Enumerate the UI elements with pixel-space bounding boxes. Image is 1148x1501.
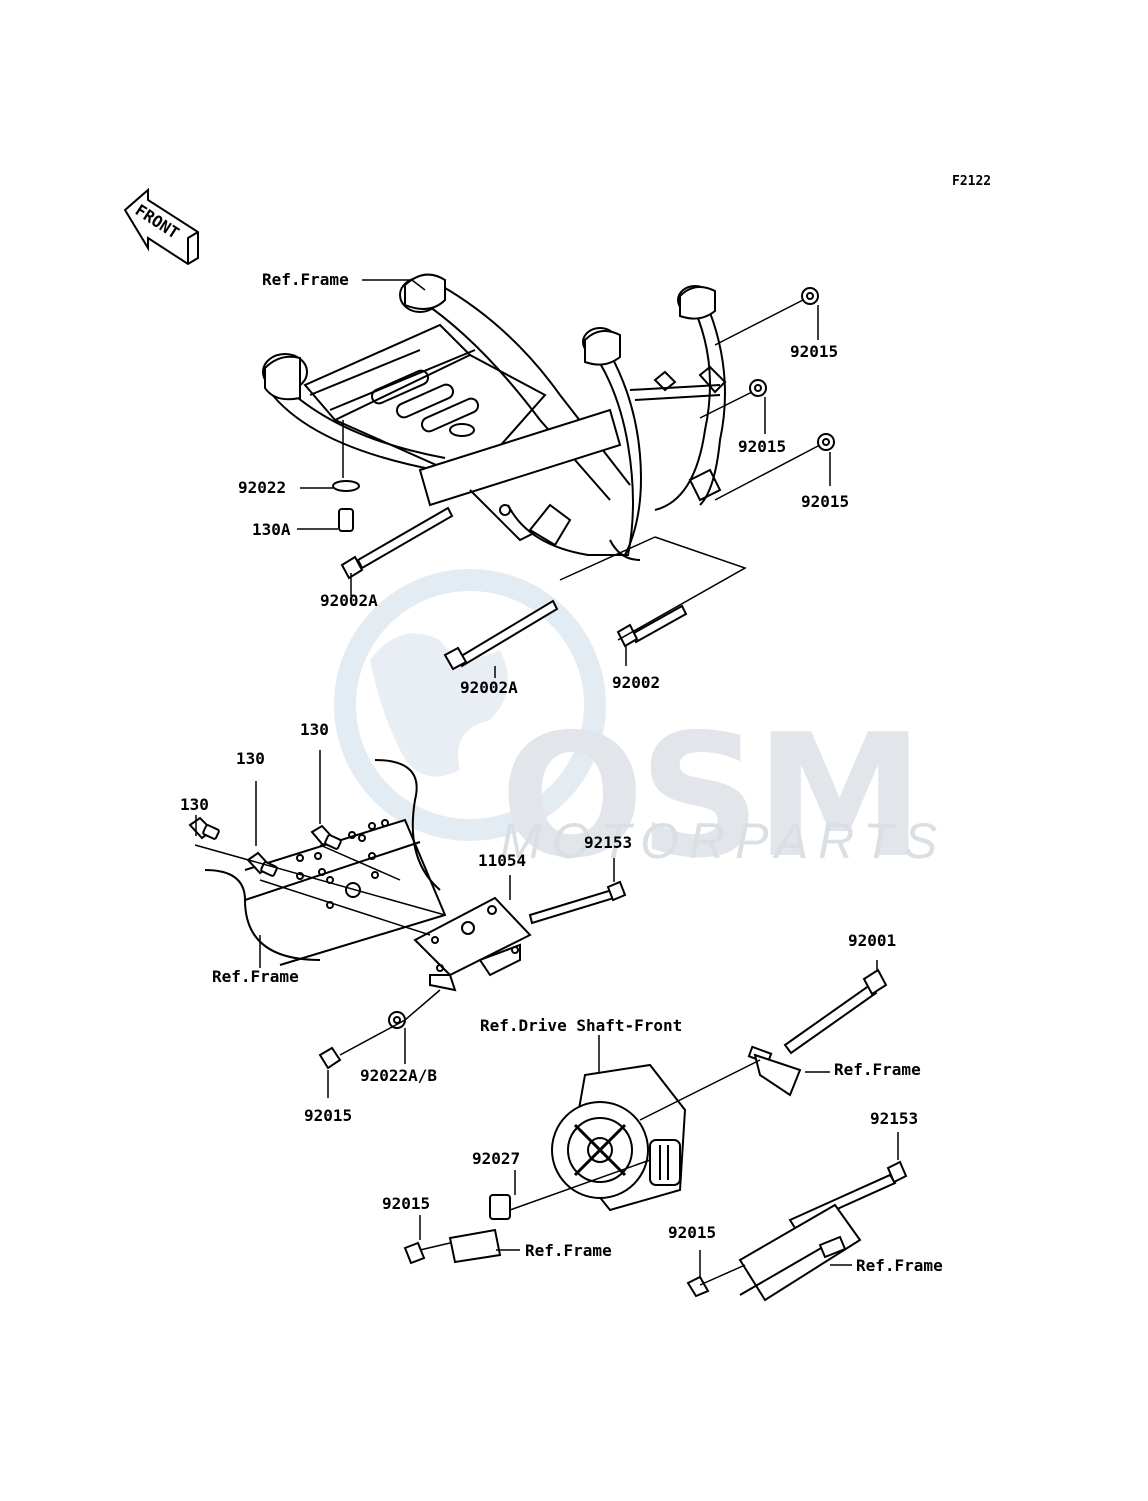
upper-frame	[262, 273, 727, 561]
callout-ref-frame-right-mid: Ref.Frame	[834, 1060, 921, 1079]
callout-130a: 130A	[252, 520, 291, 539]
callout-ref-frame-bottom: Ref.Frame	[525, 1241, 612, 1260]
diagram-code: F2122	[952, 174, 991, 189]
callout-92015-b: 92015	[738, 437, 786, 456]
callout-92015-a: 92015	[790, 342, 838, 361]
callout-ref-drive-shaft: Ref.Drive Shaft-Front	[480, 1016, 682, 1035]
callout-130-b: 130	[236, 749, 265, 768]
watermark: OSM MOTORPARTS	[334, 569, 947, 896]
callout-92015-e: 92015	[382, 1194, 430, 1213]
callout-130-c: 130	[180, 795, 209, 814]
callout-92153-lower: 92153	[870, 1109, 918, 1128]
callout-92002a-upper: 92002A	[320, 591, 378, 610]
middle-leaders	[194, 750, 615, 1098]
callout-11054: 11054	[478, 851, 526, 870]
callout-92015-d: 92015	[304, 1106, 352, 1125]
front-differential	[551, 1045, 802, 1212]
callouts: Ref.Frame 92015 92015 92015 92022 130A 9…	[180, 270, 943, 1275]
upper-fasteners	[332, 287, 835, 671]
callout-ref-frame-top: Ref.Frame	[262, 270, 349, 289]
callout-92015-c: 92015	[801, 492, 849, 511]
watermark-brand: OSM	[500, 698, 918, 896]
middle-mount	[204, 759, 532, 992]
callout-92015-f: 92015	[668, 1223, 716, 1242]
upper-leaders	[297, 279, 831, 678]
callout-ref-frame-mid: Ref.Frame	[212, 967, 299, 986]
callout-92001: 92001	[848, 931, 896, 950]
lower-leaders	[419, 960, 899, 1286]
front-arrow-icon: FRONT	[123, 187, 199, 266]
callout-92027: 92027	[472, 1149, 520, 1168]
callout-130-a: 130	[300, 720, 329, 739]
callout-ref-frame-bottom-right: Ref.Frame	[856, 1256, 943, 1275]
callout-92002: 92002	[612, 673, 660, 692]
lower-fasteners	[403, 968, 908, 1302]
callout-92022ab: 92022A/B	[360, 1066, 437, 1085]
watermark-subtitle: MOTORPARTS	[500, 813, 947, 869]
callout-92022: 92022	[238, 478, 286, 497]
callout-92153-upper: 92153	[584, 833, 632, 852]
callout-92002a-lower: 92002A	[460, 678, 518, 697]
